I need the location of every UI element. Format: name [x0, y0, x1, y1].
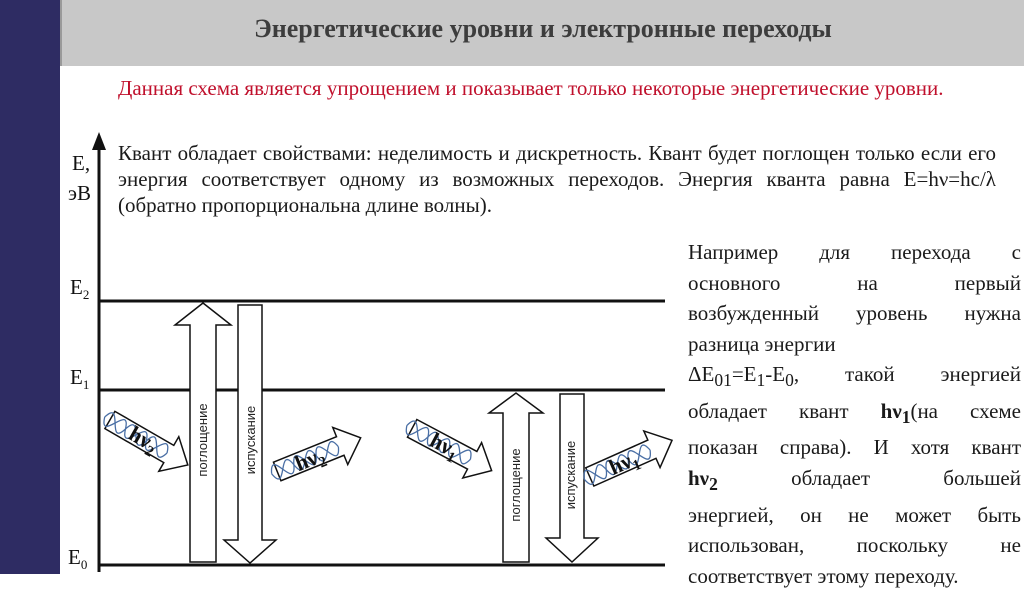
absorption-arrow-e0-e2: [172, 302, 234, 563]
delta-e-formula: ΔE01=E1-E0, такой энергией: [688, 362, 1021, 391]
quantum-paragraph: Квант обладает свойствами: неделимость и…: [118, 141, 996, 217]
photon-quantum-3: hν1: [405, 418, 493, 480]
absorption-arrow-e0-e1: [486, 392, 546, 563]
sidebar-bar: [0, 0, 60, 574]
level-label-e1: E1: [70, 365, 90, 393]
header-bar: Энергетические уровни и электронные пере…: [60, 0, 1024, 66]
photon-quantum-1: hν2: [103, 410, 189, 473]
axis-label-ev: эВ: [68, 181, 92, 205]
photon-quantum-2: hν2: [270, 426, 362, 482]
axis-arrowhead: [92, 132, 106, 150]
simplification-note: Данная схема является упрощением и показ…: [118, 76, 944, 100]
page-title: Энергетические уровни и электронные пере…: [254, 14, 832, 43]
level-label-e0: E0: [68, 545, 88, 573]
energy-level-diagram: поглощение испускание поглощение испуска…: [92, 132, 674, 572]
emission-label-right: испускание: [563, 441, 578, 510]
transition-explanation: Например для перехода с основного на пер…: [688, 240, 1021, 588]
emission-arrow-e1-e0: [544, 393, 600, 564]
axis-label-e: E,: [72, 151, 91, 175]
emission-arrow-e2-e0: [222, 304, 278, 565]
absorption-label-right: поглощение: [508, 448, 523, 521]
photon-quantum-4: hν1: [583, 429, 674, 488]
emission-label-left: испускание: [243, 406, 258, 475]
level-label-e2: E2: [70, 275, 90, 303]
absorption-label-left: поглощение: [195, 403, 210, 476]
